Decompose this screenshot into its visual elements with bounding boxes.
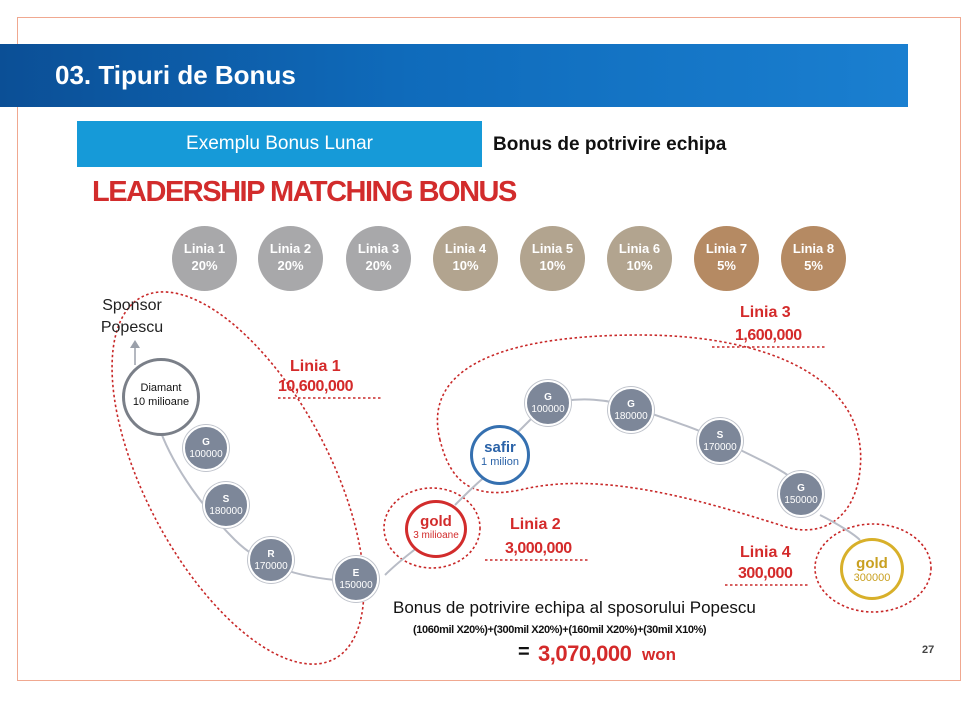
line1-amount: 10,600,000 (278, 378, 354, 395)
line1-group-outline (111, 291, 365, 665)
line2-name: Linia 2 (510, 516, 561, 533)
node-value: 180000 (209, 506, 243, 517)
right-node-4: G 150000 (778, 471, 824, 517)
page-frame (17, 17, 961, 681)
level-pct: 20% (365, 258, 392, 273)
level-pct: 10% (626, 258, 653, 273)
gold-right-value: 300000 (853, 572, 891, 584)
leadership-title: LEADERSHIP MATCHING BONUS (92, 176, 517, 208)
line4-amount: 300,000 (738, 565, 793, 582)
node-rank: S (716, 430, 724, 441)
level-circle-4: Linia 4 10% (433, 226, 498, 291)
title-bar (0, 44, 908, 107)
right-node-3: S 170000 (697, 418, 743, 464)
level-name: Linia 8 (792, 241, 835, 256)
line1-name: Linia 1 (290, 358, 341, 375)
level-pct: 10% (539, 258, 566, 273)
line4-name: Linia 4 (740, 544, 791, 561)
sponsor-line1: Sponsor (102, 297, 162, 314)
summary-formula: (1060mil X20%)+(300mil X20%)+(160mil X20… (413, 624, 707, 636)
page-title: 03. Tipuri de Bonus (55, 60, 296, 90)
node-value: 100000 (531, 404, 565, 415)
safir-node: safir 1 milion (470, 425, 530, 485)
level-name: Linia 2 (269, 241, 312, 256)
level-circle-8: Linia 8 5% (781, 226, 846, 291)
node-rank: G (627, 399, 635, 410)
level-circle-6: Linia 6 10% (607, 226, 672, 291)
level-name: Linia 7 (705, 241, 748, 256)
sponsor-arrow-head (130, 340, 140, 348)
level-circle-3: Linia 3 20% (346, 226, 411, 291)
level-name: Linia 6 (618, 241, 661, 256)
node-value: 100000 (189, 449, 223, 460)
level-pct: 10% (452, 258, 479, 273)
node-value: 150000 (339, 580, 373, 591)
right-node-2: G 180000 (608, 387, 654, 433)
sponsor-line2: Popescu (100, 319, 164, 336)
line3-amount: 1,600,000 (735, 327, 802, 344)
level-name: Linia 1 (183, 241, 226, 256)
line3-group-outline (436, 334, 862, 531)
level-circle-1: Linia 1 20% (172, 226, 237, 291)
gold-mid-node: gold 3 milioane (405, 500, 467, 558)
node-rank: G (797, 483, 805, 494)
node-value: 170000 (703, 442, 737, 453)
level-name: Linia 4 (444, 241, 487, 256)
summary-eq: = (518, 641, 530, 663)
level-circle-2: Linia 2 20% (258, 226, 323, 291)
left-node-3: R 170000 (248, 537, 294, 583)
safir-name: safir (484, 439, 516, 456)
level-pct: 5% (717, 258, 736, 273)
summary-unit: won (642, 645, 676, 664)
node-value: 150000 (784, 495, 818, 506)
level-name: Linia 5 (531, 241, 574, 256)
level-circle-7: Linia 7 5% (694, 226, 759, 291)
level-pct: 5% (804, 258, 823, 273)
summary-heading: Bonus de potrivire echipa al sposorului … (393, 598, 756, 617)
node-rank: G (202, 437, 210, 448)
node-rank: G (544, 392, 552, 403)
gold-mid-name: gold (420, 513, 452, 530)
level-pct: 20% (191, 258, 218, 273)
node-value: 180000 (614, 411, 648, 422)
page-number: 27 (922, 644, 935, 656)
gold-mid-value: 3 milioane (413, 530, 459, 541)
left-chain-connector (159, 429, 336, 581)
summary-total: 3,070,000 (538, 641, 632, 666)
level-pct: 20% (277, 258, 304, 273)
level-circle-5: Linia 5 10% (520, 226, 585, 291)
node-value: 170000 (254, 561, 288, 572)
gold-right-name: gold (856, 555, 888, 572)
node-rank: E (352, 568, 360, 579)
right-node-1: G 100000 (525, 380, 571, 426)
gold-right-connector (819, 514, 861, 541)
sponsor-label: Sponsor Popescu (92, 295, 172, 339)
left-node-4: E 150000 (333, 556, 379, 602)
diamond-node: Diamant 10 milioane (122, 358, 200, 436)
diamond-line1: Diamant (140, 382, 182, 394)
left-node-2: S 180000 (203, 482, 249, 528)
line3-name: Linia 3 (740, 304, 791, 321)
line2-amount: 3,000,000 (505, 540, 572, 557)
safir-value: 1 milion (481, 456, 519, 468)
gold-right-node: gold 300000 (840, 538, 904, 600)
diamond-line2: 10 milioane (132, 396, 190, 408)
tab-monthly-example[interactable]: Exemplu Bonus Lunar (77, 121, 482, 167)
node-rank: S (222, 494, 230, 505)
left-node-1: G 100000 (183, 425, 229, 471)
line4-group-outline (814, 523, 932, 613)
line2-group-outline (383, 487, 481, 569)
level-name: Linia 3 (357, 241, 400, 256)
section-subtitle: Bonus de potrivire echipa (493, 134, 727, 155)
node-rank: R (267, 549, 275, 560)
